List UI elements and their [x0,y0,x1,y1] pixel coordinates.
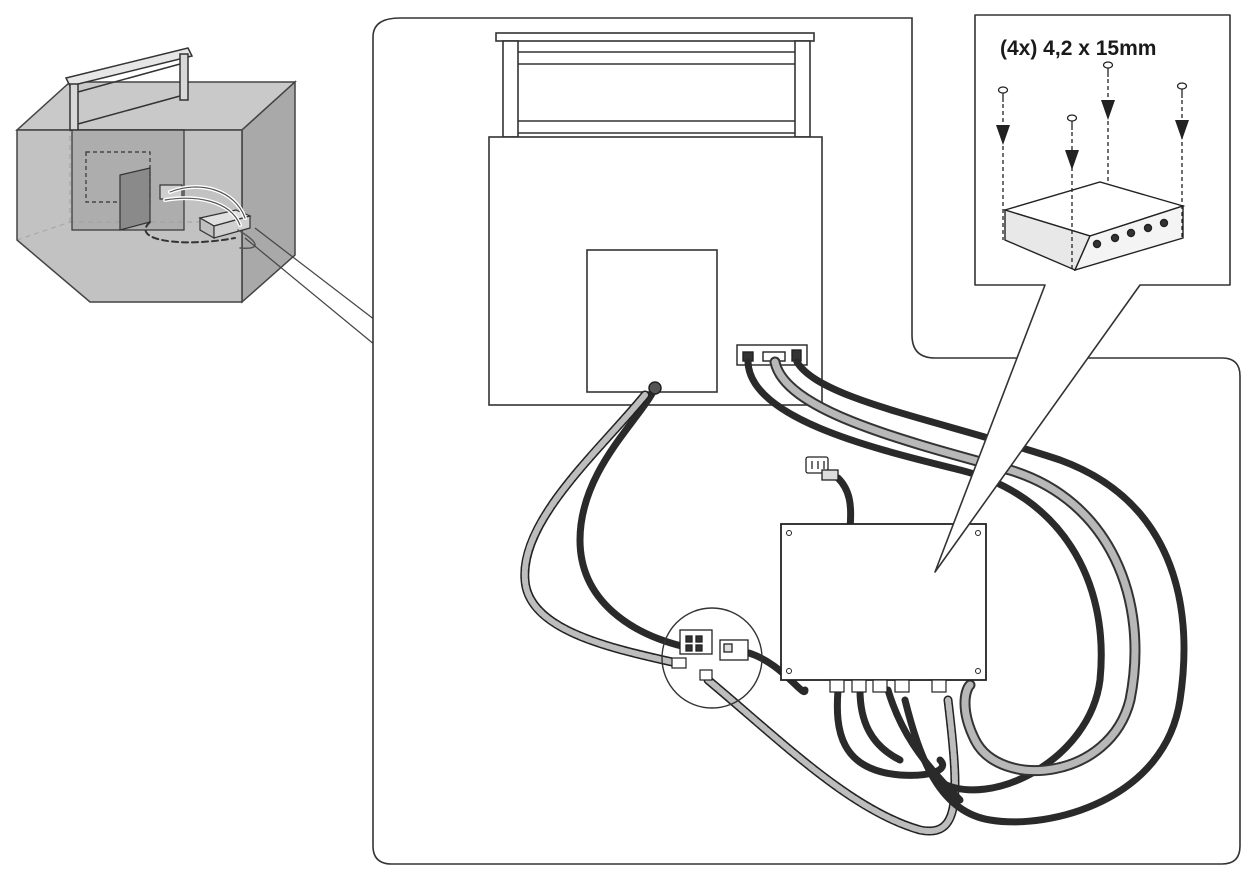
overview-hood-body [71,129,185,231]
screw-callout: (4x) 4,2 x 15mm [934,14,1231,573]
overview-cabinet [15,47,376,346]
motor-cable [576,384,694,652]
motor-cover [586,249,718,393]
hood-cable-dark-2 [793,358,1188,826]
cables [520,356,1188,836]
screw-spec-label: (4x) 4,2 x 15mm [1000,37,1156,60]
control-box-terminals [829,679,947,693]
screw-icon [997,61,1188,130]
overview-cables [144,185,256,249]
hood-frame [495,32,815,138]
overview-hood-frame [64,47,194,131]
connector-female [679,629,713,655]
mounting-box [1002,181,1186,272]
hood-terminal-block [736,344,808,366]
connector-male [719,639,749,661]
connector-plug-icon [805,456,839,481]
connector-detail [661,607,763,709]
mains-cable [834,474,855,532]
zoom-lines [244,227,376,346]
hood-body [488,136,823,406]
control-box-icon [780,523,987,693]
